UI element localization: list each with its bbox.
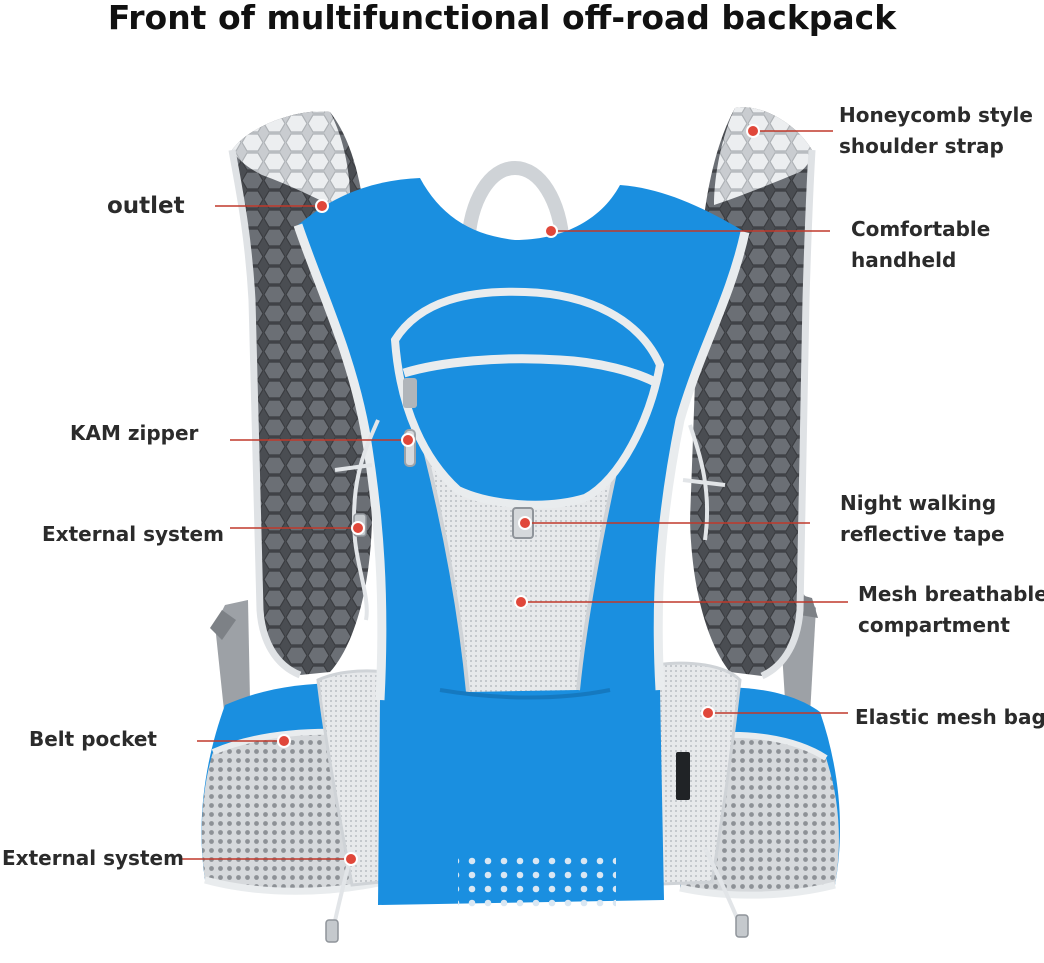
label-honeycomb-line2: shoulder strap: [839, 134, 1004, 158]
label-elastic-mesh-bag: Elastic mesh bag: [855, 705, 1044, 729]
callout-dot-kam-zipper: [401, 433, 415, 447]
label-reflective-line1: Night walking: [840, 491, 997, 515]
callout-dot-handheld: [544, 224, 558, 238]
page-title: Front of multifunctional off-road backpa…: [107, 0, 897, 37]
label-mesh-line1: Mesh breathable: [858, 582, 1044, 606]
callout-dot-elastic: [701, 706, 715, 720]
callout-dot-external-2: [344, 852, 358, 866]
label-mesh-line2: compartment: [858, 613, 1010, 637]
side-buckle-left: [210, 600, 250, 725]
right-shoulder-strap: [690, 107, 816, 680]
callout-dot-external-1: [351, 521, 365, 535]
label-honeycomb-strap: Honeycomb style shoulder strap: [839, 100, 1033, 162]
carry-handle: [461, 160, 570, 246]
label-outlet: outlet: [107, 193, 185, 219]
brand-tag: [676, 752, 690, 800]
main-body: [293, 178, 750, 910]
label-external-system-lower: External system: [2, 846, 184, 870]
leader-lines: [182, 130, 848, 860]
label-handheld-line2: handheld: [851, 248, 957, 272]
label-external-system-upper: External system: [42, 522, 224, 546]
label-reflective-line2: reflective tape: [840, 522, 1005, 546]
label-reflective-tape: Night walking reflective tape: [840, 488, 1005, 550]
callout-dot-belt: [277, 734, 291, 748]
callout-dot-honeycomb: [746, 124, 760, 138]
label-kam-zipper: KAM zipper: [70, 421, 199, 445]
label-honeycomb-line1: Honeycomb style: [839, 103, 1033, 127]
label-mesh-compartment: Mesh breathable compartment: [858, 579, 1044, 641]
callout-dots: [277, 124, 760, 866]
label-handheld-line1: Comfortable: [851, 217, 991, 241]
label-belt-pocket: Belt pocket: [29, 727, 157, 751]
callout-dot-mesh: [514, 595, 528, 609]
right-elastic-mesh: [653, 661, 742, 886]
label-comfortable-handheld: Comfortable handheld: [851, 214, 990, 276]
callout-dot-reflective: [518, 516, 532, 530]
callout-dot-outlet: [315, 199, 329, 213]
